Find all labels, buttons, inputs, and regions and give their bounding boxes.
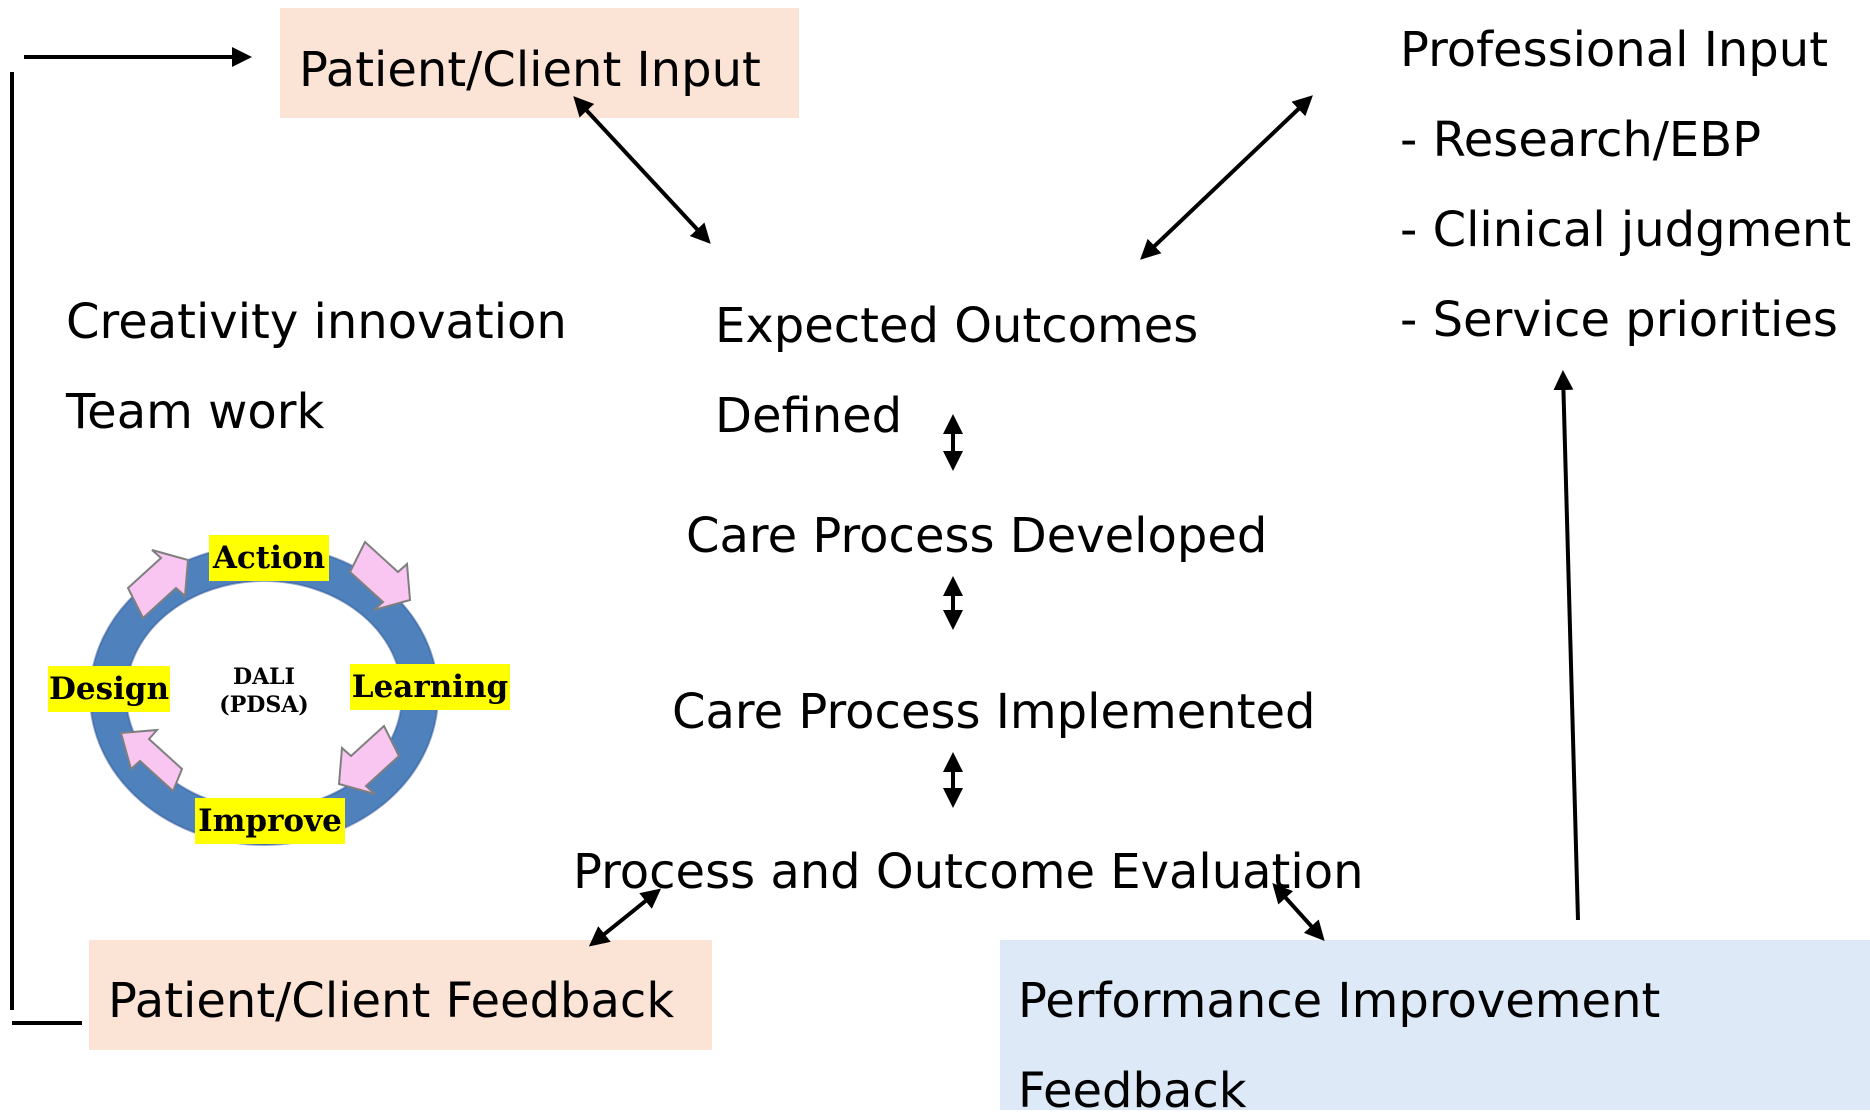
patient-feedback-label: Patient/Client Feedback [108, 973, 675, 1029]
care-process-implemented-label: Care Process Implemented [672, 684, 1316, 740]
note-creativity: Creativity innovation [66, 294, 567, 350]
professional-item-judgment: - Clinical judgment [1400, 202, 1852, 258]
professional-item-priorities: - Service priorities [1400, 292, 1838, 348]
cycle-label-improve: Improve [195, 798, 345, 844]
cycle-arrow-bottom-left [119, 728, 184, 793]
patient-feedback-box [89, 940, 712, 1050]
patient-input-label: Patient/Client Input [299, 42, 761, 98]
cycle-center-title: DALI [233, 664, 295, 690]
note-teamwork: Team work [66, 384, 325, 440]
cycle-label-learning: Learning [350, 664, 510, 710]
professional-outcomes-arrow [1140, 95, 1313, 260]
professional-input-title: Professional Input [1400, 22, 1829, 78]
cycle-arrow-top-left [126, 549, 190, 620]
evaluation-performance-arrow [1272, 883, 1325, 941]
cycle-label-action: Action [209, 535, 329, 581]
evaluation-feedback-arrow [588, 888, 662, 947]
cycle-center-subtitle: (PDSA) [219, 692, 309, 718]
expected-outcomes-label: Expected Outcomes [715, 298, 1199, 354]
performance-box [1000, 940, 1870, 1110]
cycle-arrow-bottom-right [337, 724, 401, 795]
patient-input-outcomes-arrow [573, 96, 711, 244]
cycle-arrow-top-right [348, 540, 412, 611]
performance-line1: Performance Improvement [1018, 973, 1661, 1029]
performance-line2: Feedback [1018, 1063, 1247, 1119]
expected-defined-label: Defined [715, 388, 903, 444]
patient-input-box [280, 8, 799, 118]
performance-professional-arrow [1553, 370, 1580, 921]
cycle-label-design: Design [48, 666, 170, 712]
care-process-developed-label: Care Process Developed [686, 508, 1268, 564]
evaluation-label: Process and Outcome Evaluation [573, 844, 1364, 900]
professional-item-research: - Research/EBP [1400, 112, 1762, 168]
